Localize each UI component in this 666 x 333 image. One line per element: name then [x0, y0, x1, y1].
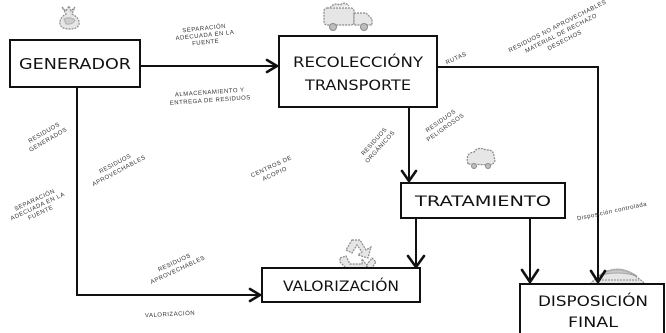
node-recoleccion-label-line1: RECOLECCIÓNY	[293, 53, 424, 71]
node-tratamiento: TRATAMIENTO	[400, 182, 566, 219]
node-recoleccion-transporte: RECOLECCIÓNY TRANSPORTE	[278, 35, 438, 108]
garbage-truck-icon	[323, 2, 373, 31]
label-line: ALMACENAMIENTO Y	[175, 88, 245, 99]
arrowhead-right	[265, 58, 280, 74]
node-disposicion-final: DISPOSICIÓN FINAL	[519, 283, 665, 333]
label-almacenamiento-entrega: ALMACENAMIENTO Y ENTREGA DE RESIDUOS	[170, 88, 251, 107]
treatment-vehicle-icon	[466, 147, 496, 169]
node-generador-label: GENERADOR	[19, 55, 131, 73]
garbage-bag-icon	[59, 4, 80, 30]
edge-recoleccion-to-tratamiento	[400, 107, 418, 184]
node-recoleccion-label-line2: TRANSPORTE	[304, 78, 411, 94]
label-line: FUENTE	[192, 39, 219, 48]
label-line: ENTREGA DE RESIDUOS	[170, 95, 251, 107]
node-disposicion-label-line1: DISPOSICIÓN	[538, 292, 648, 310]
arrowhead-down	[520, 268, 540, 285]
edge-generador-to-valorizacion	[76, 87, 263, 303]
edge-recoleccion-to-disposicion	[437, 66, 607, 285]
node-tratamiento-label: TRATAMIENTO	[414, 194, 551, 210]
label-valorizacion-arrow: VALORIZACIÓN	[145, 310, 196, 320]
arrowhead-down	[400, 169, 418, 184]
node-valorizacion: VALORIZACIÓN	[261, 267, 421, 303]
edge-generador-to-recoleccion	[140, 58, 280, 74]
label-line: SEPARACIÓN	[182, 23, 226, 35]
node-disposicion-label-line2: FINAL	[568, 315, 618, 331]
node-generador: GENERADOR	[9, 39, 141, 88]
edge-tratamiento-to-disposicion	[520, 218, 540, 285]
label-line: VALORIZACIÓN	[145, 310, 196, 320]
landfill-icon	[588, 268, 647, 285]
arrowhead-right	[248, 287, 263, 303]
arrowhead-down	[589, 269, 607, 285]
node-valorizacion-label: VALORIZACIÓN	[283, 277, 399, 295]
